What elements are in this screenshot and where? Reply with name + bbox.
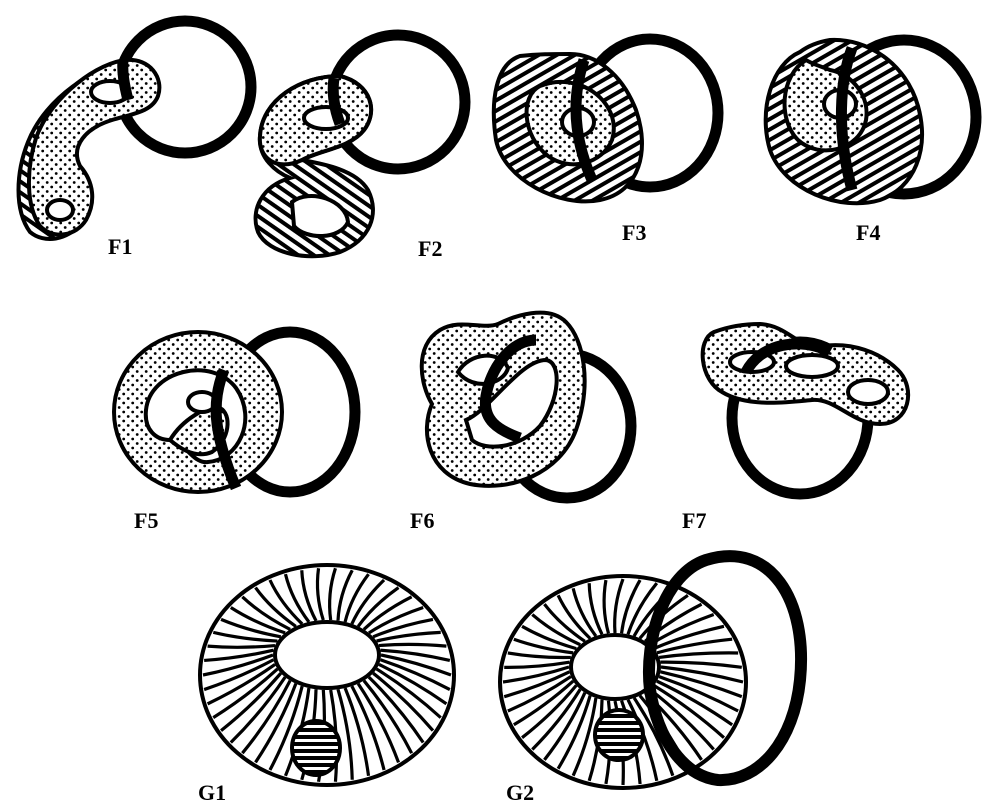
g1-torus-hole <box>275 622 379 688</box>
f4-label: F4 <box>856 220 880 245</box>
figure-f5: F5 <box>114 332 355 533</box>
figure-f4: F4 <box>766 40 976 245</box>
figure-f2: F2 <box>256 35 465 261</box>
f3-label: F3 <box>622 220 646 245</box>
figure-g1: G1 <box>198 565 454 805</box>
figure-f3: F3 <box>494 39 718 245</box>
figure-f7: F7 <box>682 324 908 533</box>
g2-label: G2 <box>506 780 534 805</box>
f6-label: F6 <box>410 508 434 533</box>
figure-g2: G2 <box>500 556 801 805</box>
f1-hole-lower <box>47 200 73 220</box>
f7-label: F7 <box>682 508 706 533</box>
torus-rib <box>379 644 446 646</box>
figure-f6: F6 <box>410 313 631 533</box>
f2-label: F2 <box>418 236 442 261</box>
g1-label: G1 <box>198 780 226 805</box>
f7-hole-right <box>848 380 888 404</box>
g1-disk <box>292 721 340 775</box>
f5-label: F5 <box>134 508 158 533</box>
torus-rib <box>208 646 275 648</box>
figure-f1: F1 <box>19 21 252 259</box>
f7-hole-mid <box>786 355 838 377</box>
f1-ring-over <box>123 60 128 100</box>
f1-label: F1 <box>108 234 132 259</box>
g2-disk <box>595 710 643 760</box>
